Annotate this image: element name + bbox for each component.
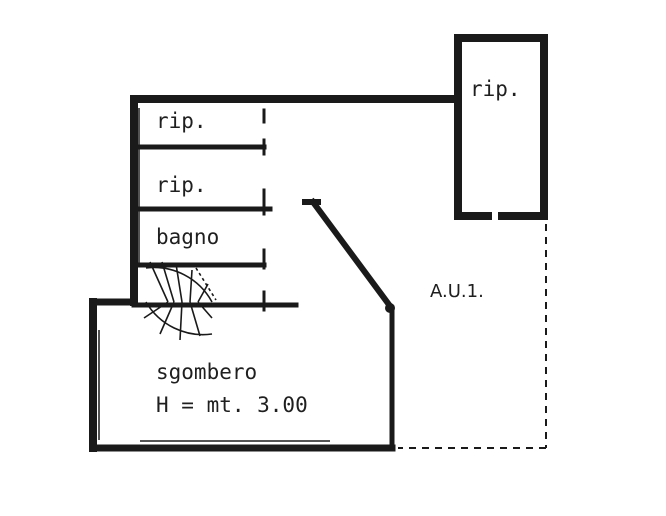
wall-joint [385, 303, 395, 313]
room-label-bagno: bagno [156, 225, 220, 249]
wall-rip-right [454, 34, 548, 220]
room-label-sgombero: sgombero [156, 360, 258, 384]
height-note: H = mt. 3.00 [156, 393, 308, 417]
room-label-rip-middle: rip. [156, 173, 207, 197]
area-label-aui: A.U.1. [430, 281, 484, 302]
spiral-staircase [143, 261, 217, 341]
wall-diagonal [308, 197, 395, 311]
room-label-rip-top: rip. [156, 109, 207, 133]
room-label-rip-right: rip. [470, 77, 521, 101]
